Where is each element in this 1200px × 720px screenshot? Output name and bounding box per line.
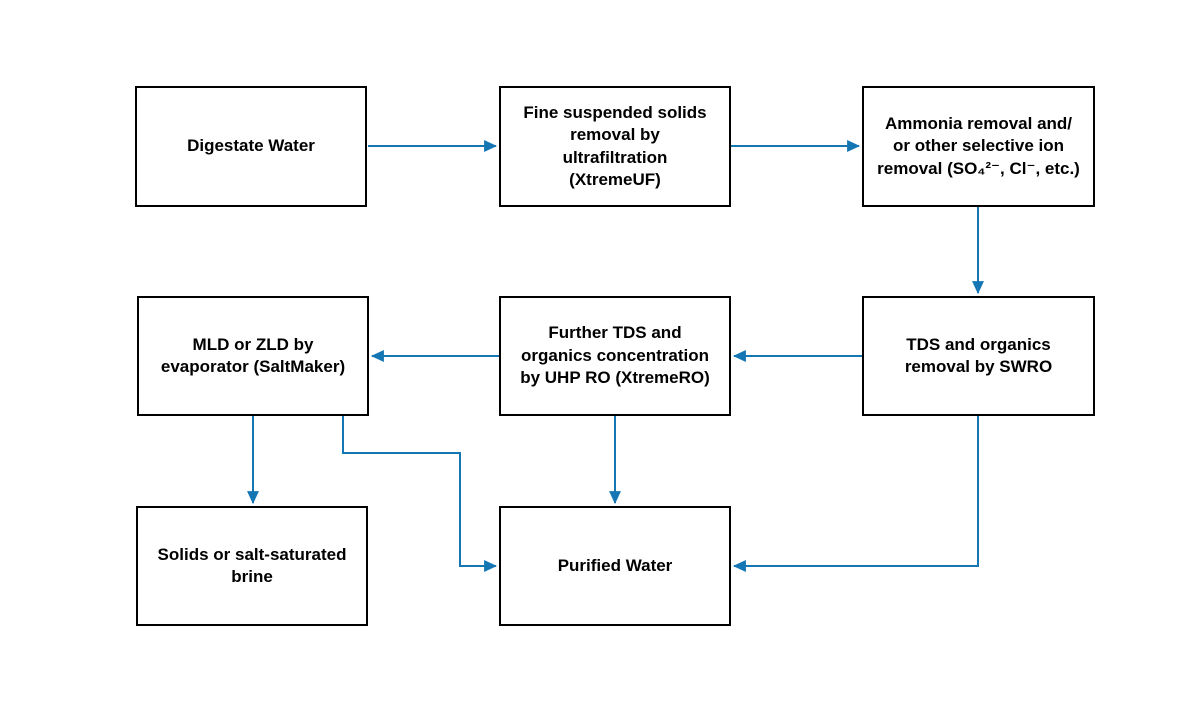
node-ammonia-selective-ion-removal: Ammonia removal and/ or other selective …	[862, 86, 1095, 207]
node-ultrafiltration-xtremeuf: Fine suspended solids removal by ultrafi…	[499, 86, 731, 207]
node-mld-zld-evaporator-saltmaker: MLD or ZLD by evaporator (SaltMaker)	[137, 296, 369, 416]
node-swro-removal: TDS and organics removal by SWRO	[862, 296, 1095, 416]
node-digestate-water: Digestate Water	[135, 86, 367, 207]
node-uhp-ro-xtremero: Further TDS and organics concentration b…	[499, 296, 731, 416]
edge-swro-to-purified	[732, 416, 979, 572]
node-purified-water: Purified Water	[499, 506, 731, 626]
node-solids-salt-saturated-brine: Solids or salt-saturated brine	[136, 506, 368, 626]
